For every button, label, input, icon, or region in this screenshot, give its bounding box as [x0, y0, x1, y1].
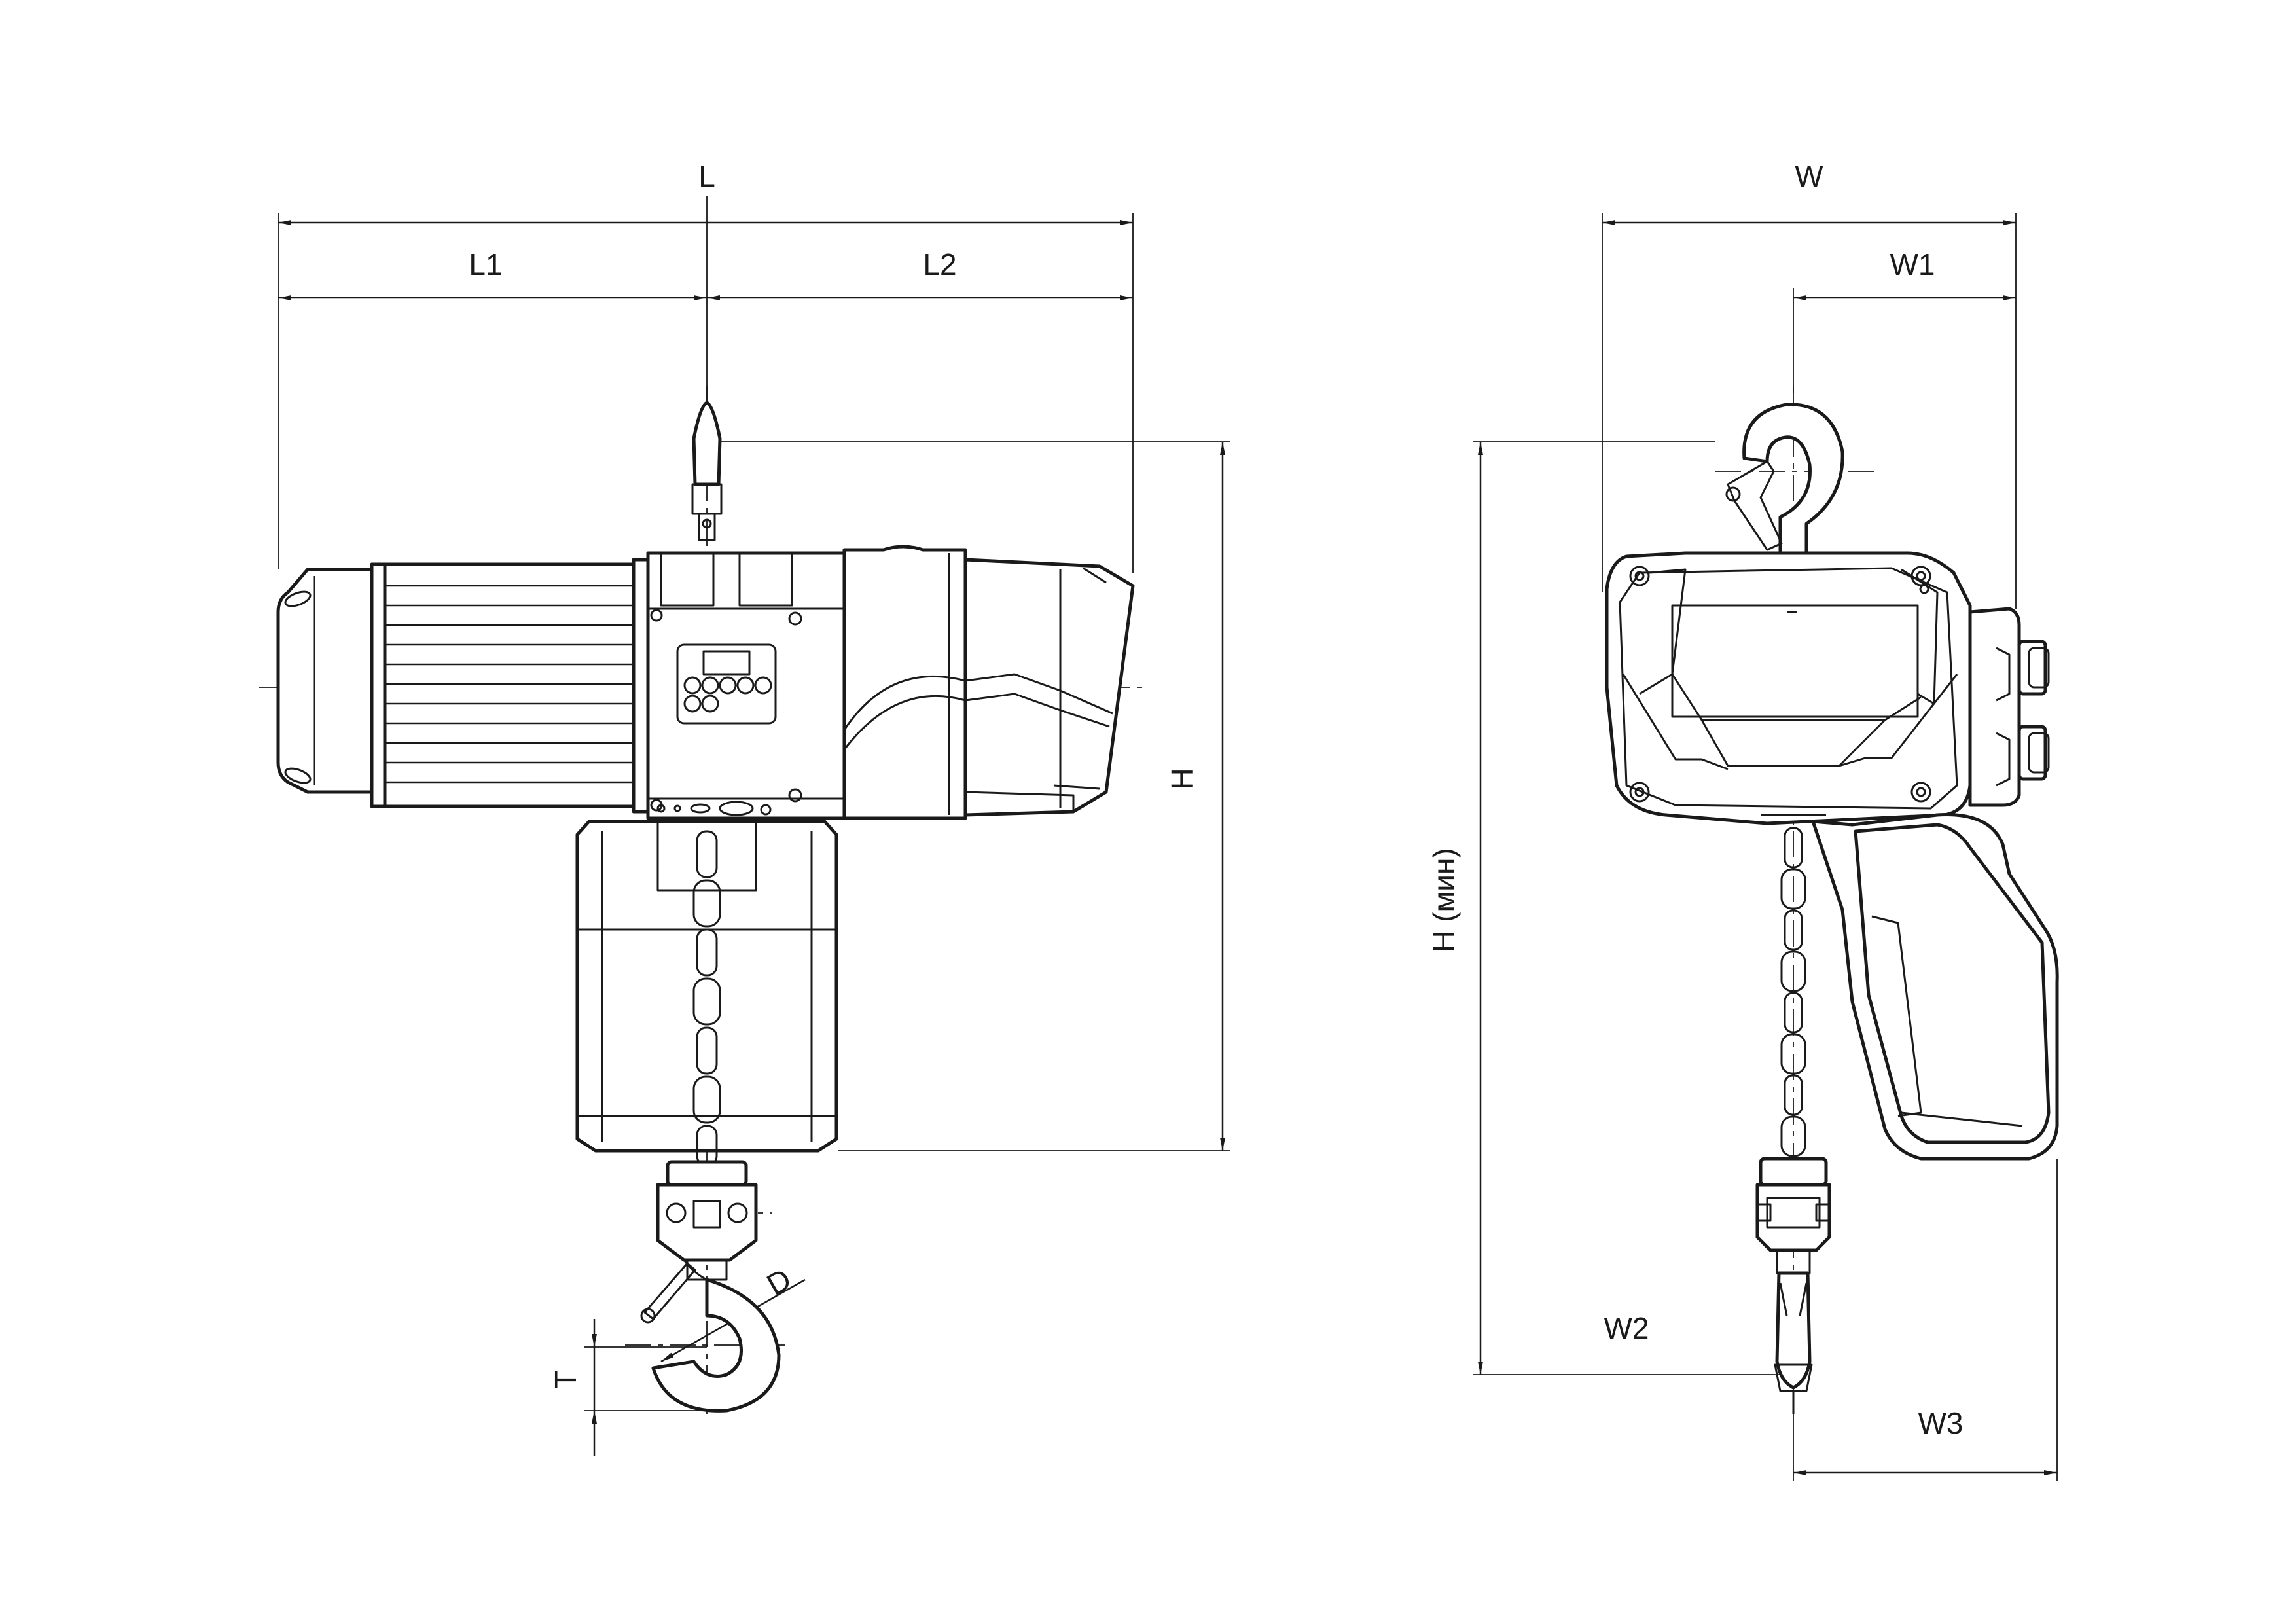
control-button: [683, 695, 702, 713]
connector-socket: [2017, 725, 2047, 781]
side-dimension-lines: [1478, 220, 2057, 1475]
control-button: [736, 676, 755, 695]
label-W1: W1: [1890, 247, 1935, 281]
control-button: [719, 676, 737, 695]
label-H: H: [1165, 768, 1199, 789]
load-hook: [640, 1259, 781, 1413]
connector-socket: [2017, 640, 2047, 696]
front-dimension-lines: [278, 220, 1225, 1456]
top-suspension-eye: [691, 401, 723, 541]
load-chain: [692, 830, 721, 1166]
side-housing: [1605, 551, 1972, 825]
nameplate: [1671, 604, 1919, 718]
control-housing: [646, 551, 846, 820]
bottom-hook-block: [656, 1160, 758, 1281]
cooling-fins: [385, 585, 634, 784]
motor-body: [370, 558, 650, 814]
side-bottom-block: [1755, 1157, 1831, 1274]
side-view: W W1 W2 W3 H (мин): [1427, 159, 2059, 1481]
label-D: D: [761, 1261, 797, 1302]
control-panel: [676, 643, 777, 725]
side-extension-lines: [1473, 213, 2058, 1481]
control-button: [701, 695, 719, 713]
display-screen: [702, 650, 751, 676]
label-H-min: H (мин): [1427, 848, 1461, 952]
side-top-hook: [1725, 403, 1844, 555]
side-connector-module: [1968, 607, 2050, 807]
label-T: T: [548, 1371, 583, 1389]
motor-end-cap: [276, 568, 375, 794]
side-chain-bag: [1811, 813, 2059, 1161]
label-W: W: [1795, 159, 1823, 193]
front-view: L L1 L2 H D T: [259, 159, 1230, 1456]
side-labels: W W1 W2 W3 H (мин): [1427, 159, 1964, 1440]
control-button: [701, 676, 719, 695]
control-button: [683, 676, 702, 695]
label-L2: L2: [923, 247, 956, 281]
chain-bag: [575, 820, 838, 1153]
label-L: L: [698, 159, 715, 193]
label-W2: W2: [1604, 1311, 1649, 1345]
side-load-hook: [1774, 1271, 1813, 1414]
front-extension-lines: [278, 196, 1230, 1411]
label-W3: W3: [1918, 1406, 1964, 1440]
label-L1: L1: [469, 247, 502, 281]
control-button: [754, 676, 772, 695]
gearbox-body: [842, 545, 1135, 820]
